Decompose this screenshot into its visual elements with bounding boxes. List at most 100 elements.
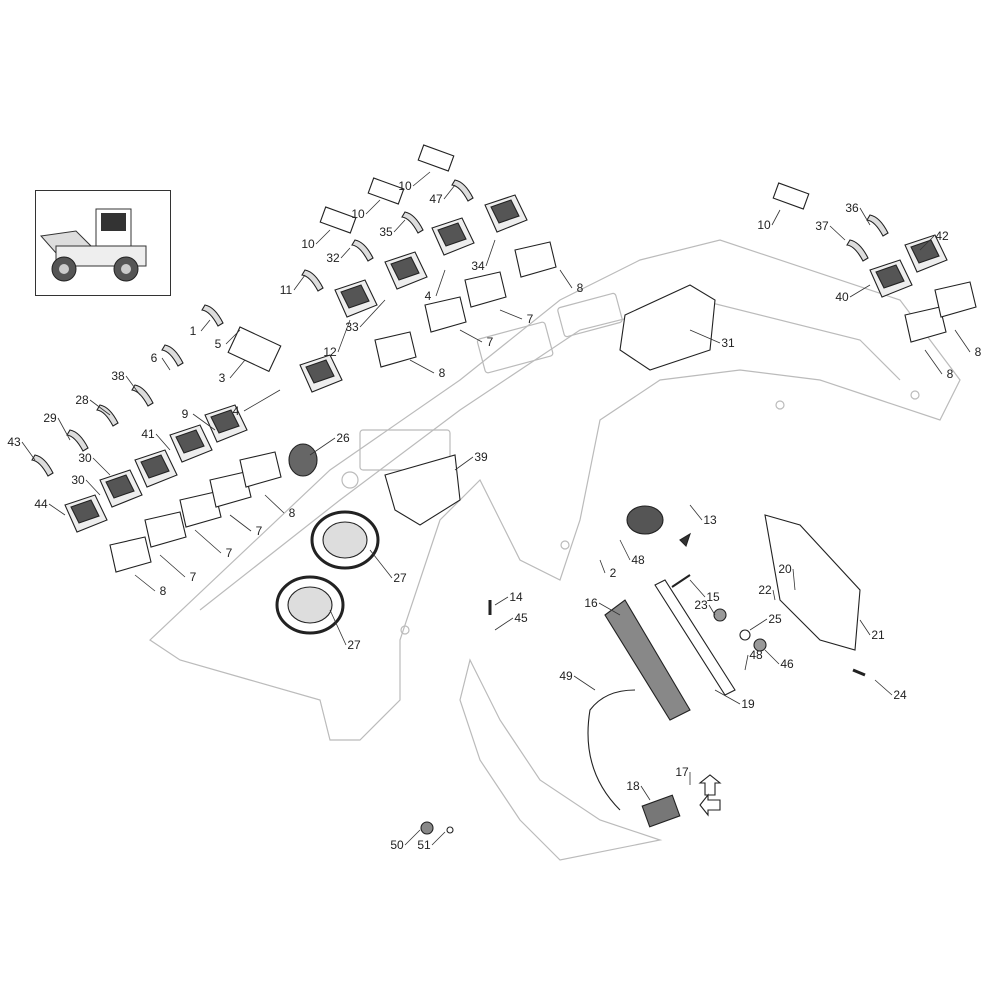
leader-line	[619, 539, 631, 561]
leader-line	[161, 357, 171, 371]
part-callout-41[interactable]: 41	[141, 427, 155, 441]
air-vent-inner	[287, 586, 333, 624]
part-callout-49[interactable]: 49	[559, 669, 573, 683]
part-callout-1[interactable]: 1	[189, 324, 197, 338]
part-callout-8[interactable]: 8	[438, 366, 446, 380]
part-callout-13[interactable]: 13	[703, 513, 717, 527]
switch-rocker-face	[910, 239, 940, 264]
part-callout-4[interactable]: 4	[232, 404, 240, 418]
part-callout-10[interactable]: 10	[301, 237, 315, 251]
part-callout-14[interactable]: 14	[509, 590, 523, 604]
part-callout-10[interactable]: 10	[757, 218, 771, 232]
part-callout-27[interactable]: 27	[393, 571, 407, 585]
part-callout-50[interactable]: 50	[390, 838, 404, 852]
part-callout-2[interactable]: 2	[609, 566, 617, 580]
part-callout-26[interactable]: 26	[336, 431, 350, 445]
part-callout-51[interactable]: 51	[417, 838, 431, 852]
part-callout-28[interactable]: 28	[75, 393, 89, 407]
part-callout-10[interactable]: 10	[351, 207, 365, 221]
part-callout-11[interactable]: 11	[279, 283, 293, 297]
part-callout-34[interactable]: 34	[471, 259, 485, 273]
part-callout-47[interactable]: 47	[429, 192, 443, 206]
part-callout-22[interactable]: 22	[758, 583, 772, 597]
part-callout-37[interactable]: 37	[815, 219, 829, 233]
part-callout-9[interactable]: 9	[181, 407, 189, 421]
part-callout-27[interactable]: 27	[347, 638, 361, 652]
switch-rocker-face	[490, 199, 520, 224]
leader-line	[924, 349, 943, 375]
part-callout-4[interactable]: 4	[424, 289, 432, 303]
part-callout-8[interactable]: 8	[288, 506, 296, 520]
leader-line	[599, 559, 606, 574]
part-callout-36[interactable]: 36	[845, 201, 859, 215]
blank-cover	[424, 296, 467, 333]
part-callout-23[interactable]: 23	[694, 598, 708, 612]
part-callout-30[interactable]: 30	[71, 473, 85, 487]
part-callout-35[interactable]: 35	[379, 225, 393, 239]
blank-cover	[904, 306, 947, 343]
part-callout-32[interactable]: 32	[326, 251, 340, 265]
part-callout-8[interactable]: 8	[159, 584, 167, 598]
lens-cover	[417, 144, 455, 172]
blank-cover	[464, 271, 507, 308]
leader-line	[48, 503, 66, 516]
column-cover-21	[764, 514, 861, 651]
part-callout-8[interactable]: 8	[576, 281, 584, 295]
leader-line	[155, 433, 171, 451]
symbol-label	[31, 454, 54, 477]
part-callout-8[interactable]: 8	[974, 345, 982, 359]
part-callout-39[interactable]: 39	[474, 450, 488, 464]
part-callout-17[interactable]: 17	[675, 765, 689, 779]
symbol-label	[351, 239, 374, 262]
blank-cover	[109, 536, 152, 573]
part-callout-19[interactable]: 19	[741, 697, 755, 711]
blank-cover	[179, 491, 222, 528]
part-callout-3[interactable]: 3	[218, 371, 226, 385]
part-callout-15[interactable]: 15	[706, 590, 720, 604]
arrow-up-icon	[698, 774, 722, 796]
part-callout-8[interactable]: 8	[946, 367, 954, 381]
part-callout-7[interactable]: 7	[255, 524, 263, 538]
switch-housing-3	[227, 326, 282, 373]
part-callout-29[interactable]: 29	[43, 411, 57, 425]
leader-line	[369, 549, 393, 579]
symbol-label	[401, 211, 424, 234]
part-callout-48[interactable]: 48	[631, 553, 645, 567]
part-callout-5[interactable]: 5	[214, 337, 222, 351]
instrument-cluster-16	[604, 599, 691, 721]
part-callout-30[interactable]: 30	[78, 451, 92, 465]
part-callout-7[interactable]: 7	[486, 335, 494, 349]
part-callout-10[interactable]: 10	[398, 179, 412, 193]
part-callout-43[interactable]: 43	[7, 435, 21, 449]
screw-24	[852, 668, 866, 677]
part-callout-40[interactable]: 40	[835, 290, 849, 304]
leader-line	[689, 504, 703, 521]
dashboard-panel	[149, 239, 961, 861]
part-callout-7[interactable]: 7	[225, 546, 233, 560]
leader-line	[393, 219, 406, 233]
part-callout-48[interactable]: 48	[749, 648, 763, 662]
part-callout-38[interactable]: 38	[111, 369, 125, 383]
leader-line	[749, 618, 768, 631]
part-callout-44[interactable]: 44	[34, 497, 48, 511]
part-callout-42[interactable]: 42	[935, 229, 949, 243]
part-callout-25[interactable]: 25	[768, 612, 782, 626]
washer-25	[739, 629, 751, 641]
part-callout-12[interactable]: 12	[323, 345, 337, 359]
leader-line	[293, 274, 306, 291]
part-callout-16[interactable]: 16	[584, 596, 598, 610]
cap-50	[420, 821, 434, 835]
part-callout-18[interactable]: 18	[626, 779, 640, 793]
leader-line	[559, 269, 573, 289]
part-callout-46[interactable]: 46	[780, 657, 794, 671]
part-callout-21[interactable]: 21	[871, 628, 885, 642]
screw-15	[671, 574, 691, 588]
part-callout-33[interactable]: 33	[345, 320, 359, 334]
part-callout-45[interactable]: 45	[514, 611, 528, 625]
part-callout-24[interactable]: 24	[893, 688, 907, 702]
part-callout-7[interactable]: 7	[189, 570, 197, 584]
part-callout-7[interactable]: 7	[526, 312, 534, 326]
part-callout-31[interactable]: 31	[721, 336, 735, 350]
part-callout-20[interactable]: 20	[778, 562, 792, 576]
part-callout-6[interactable]: 6	[150, 351, 158, 365]
